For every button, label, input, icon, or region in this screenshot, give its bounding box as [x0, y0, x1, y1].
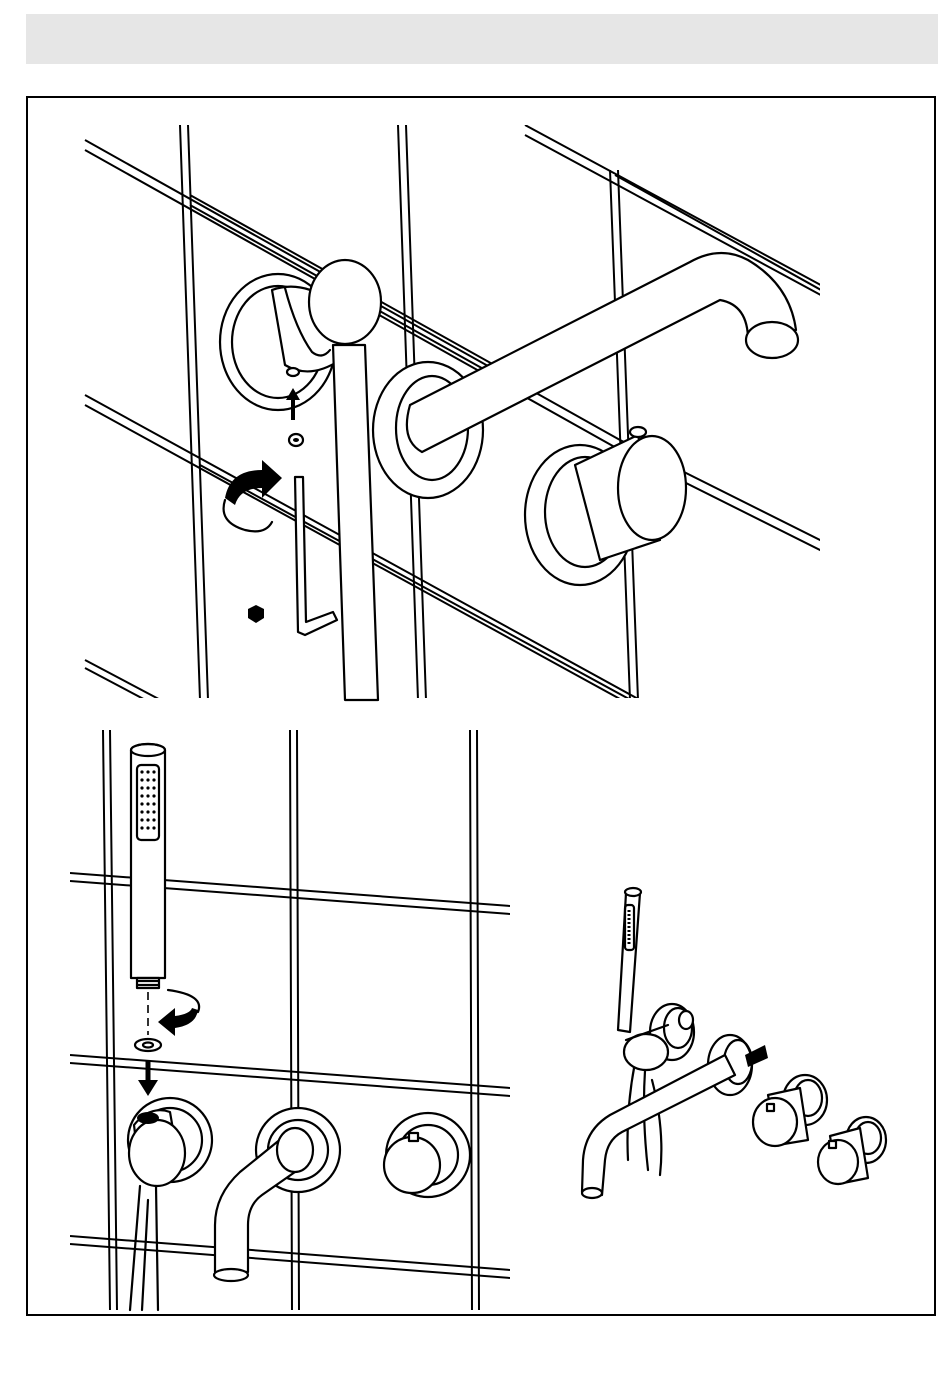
hand-shower — [131, 744, 165, 988]
down-arrow-icon — [138, 1060, 158, 1096]
holder-elbow — [624, 1004, 694, 1070]
rotate-arrow-icon — [158, 990, 199, 1036]
step-mount-holder — [85, 125, 830, 713]
diverter-knob — [818, 1117, 886, 1184]
exploded-overview — [582, 888, 886, 1198]
mixer-knob — [384, 1113, 470, 1197]
allen-key — [295, 477, 337, 635]
hex-key-size-icon — [248, 605, 264, 623]
hand-shower — [618, 888, 641, 1032]
mixer-knob — [525, 427, 686, 585]
holder-elbow — [128, 1098, 212, 1310]
grub-screw-hole — [287, 368, 299, 376]
washer — [135, 1039, 161, 1051]
step-connect-handshower — [70, 730, 510, 1310]
mixer-knob — [753, 1075, 827, 1146]
holder-cup — [309, 260, 381, 344]
hose — [333, 345, 378, 700]
rotate-arrow-icon — [224, 460, 282, 531]
grub-screw — [289, 434, 303, 446]
